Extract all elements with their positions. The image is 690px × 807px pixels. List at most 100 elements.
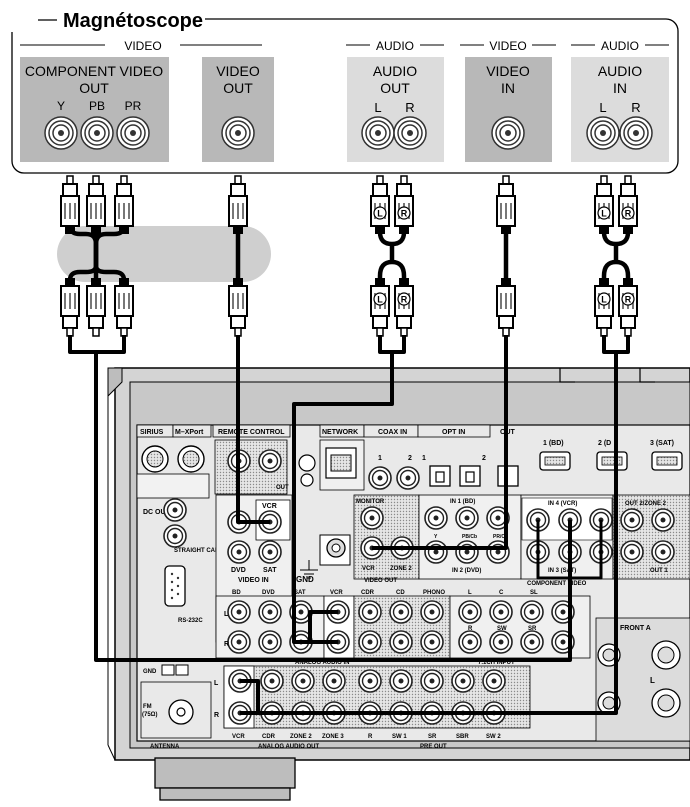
plug-video-out-bottom [228,277,248,337]
label-hdmi-2: 2 (D [598,440,611,447]
plug-y-top [60,175,80,235]
label-front-a: FRONT A [620,625,651,632]
label-mxport: M–XPort [175,429,204,436]
label-straight-cable: STRAIGHT CABLE [174,548,227,554]
comp-out1-pb [651,540,675,564]
label-71-c: C [499,590,504,596]
label-bd: BD [232,590,241,596]
label-remote-control: REMOTE CONTROL [218,429,285,436]
label-cd: CD [396,590,405,596]
label-opt-1: 1 [422,455,426,462]
plug-pr-top [114,175,134,235]
jack-audio-out-r [393,116,427,150]
comp-in1-pb [455,506,479,530]
group-audio-in: AUDIO [601,39,639,53]
plug-pr-bottom [114,277,134,337]
label-71ch-input: 7.1CH INPUT [478,660,515,666]
label-in4-vcr: IN 4 (VCR) [548,501,577,507]
plug-audio-out-l-top [370,175,390,235]
remote-out-jack [258,449,282,473]
label-71-sl: SL [530,590,538,596]
audio-in-r: R [631,100,640,115]
device-panel: Magnétoscope VIDEO AUDIO VIDEO AUDIO COM… [0,6,679,174]
label-fm: FM [143,704,152,710]
plug-mark-r: R [625,209,632,219]
label-dvd: DVD [262,590,275,596]
label-y: Y [57,99,65,113]
gnd-terminal [300,534,351,579]
comp-out1-y [620,540,644,564]
label-hdmi-3: 3 (SAT) [650,440,674,447]
label-video-out: VIDEO OUT [364,578,397,584]
label-in2-dvd: IN 2 (DVD) [452,568,481,574]
label-aout-zone2: ZONE 2 [290,734,312,740]
plug-mark-l: L [377,209,383,219]
video-out-label: VIDEO [216,63,260,79]
video-in-sat-jack [258,540,282,564]
label-71-l: L [468,590,472,596]
jack-audio-out-l [361,116,395,150]
top-labels: SIRIUS M–XPort REMOTE CONTROL NETWORK CO… [136,424,674,447]
jack-video-in [491,116,525,150]
label-opt-2: 2 [482,455,486,462]
label-coax-2: 2 [408,455,412,462]
label-pb: PB [89,99,105,113]
plug-pb-bottom [86,277,106,337]
opt-in-1 [429,465,451,487]
label-coax-in: COAX IN [378,429,407,436]
label-antenna: ANTENNA [150,744,180,750]
label-opt-in: OPT IN [442,429,465,436]
audio-in-l: L [599,100,606,115]
label-coax-1: 1 [378,455,382,462]
audio-out-label: AUDIO [373,63,417,79]
component-cable-highlight [57,226,271,282]
label-monitor: MONITOR [356,499,385,505]
audio-out-block [347,57,444,162]
label-sirius: SIRIUS [140,429,164,436]
label-pre-sw2: SW 2 [486,734,501,740]
comp-in1-y [424,506,448,530]
comp-in2-pb [455,540,479,564]
video-in-label: VIDEO [486,63,530,79]
video-in-label-in: IN [501,80,515,96]
plug-mark-r: R [401,295,408,305]
group-audio-out: AUDIO [376,39,414,53]
jack-y [44,116,78,150]
label-gnd: GND [296,575,314,584]
audio-in-block [571,57,669,162]
label-comp-pr: PR/Cr [493,534,507,540]
coax-in-2 [396,466,420,490]
plug-mark-r: R [625,295,632,305]
label-cdr: CDR [361,590,375,596]
label-remote-out: OUT [276,485,289,491]
video-in-dvd-jack [227,540,251,564]
plug-audio-out-l-bottom [370,277,390,337]
label-front-l: L [650,676,655,685]
label-vcr-out: VCR [362,566,375,572]
label-aout-r: R [214,712,219,719]
jack-audio-in-r [619,116,653,150]
plug-mark-r: R [401,209,408,219]
plug-y-bottom [60,277,80,337]
label-in1-bd: IN 1 (BD) [450,499,475,505]
dc-out-1 [163,498,187,522]
label-71-sr: SR [528,626,537,632]
component-label-out: OUT [79,80,109,96]
label-pre-r: R [368,734,373,740]
plug-audio-out-r-top [394,175,414,235]
label-pre-sw1: SW 1 [392,734,407,740]
label-phono: PHONO [423,590,445,596]
comp-in2-y [424,540,448,564]
label-pre-sbr: SBR [456,734,469,740]
plug-mark-l: L [377,295,383,305]
monitor-jack-1 [360,506,384,530]
label-71-r: R [468,626,473,632]
label-sat: SAT [294,590,306,596]
plug-mark-l: L [601,209,607,219]
label-aout-zone3: ZONE 3 [322,734,344,740]
plug-video-in-top [496,175,516,235]
comp-out2-pb [651,508,675,532]
jack-pb [80,116,114,150]
audio-out-r: R [405,100,414,115]
